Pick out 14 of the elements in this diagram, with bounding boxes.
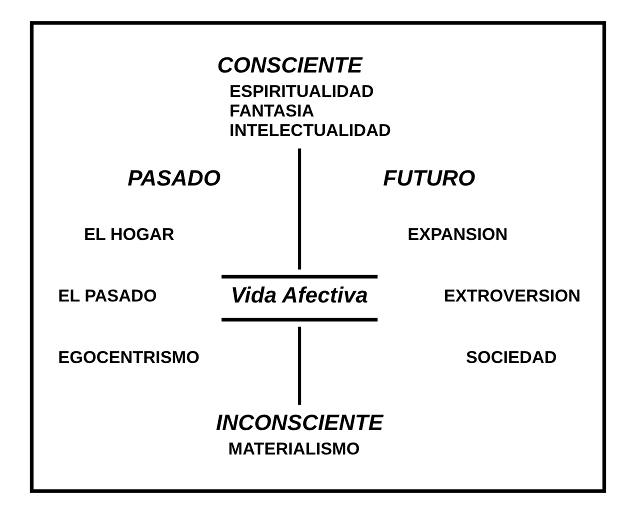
label: EGOCENTRISMO <box>58 346 200 367</box>
label: EXTROVERSION <box>444 285 581 306</box>
label: EL PASADO <box>58 285 157 306</box>
node-text: INCONSCIENTE MATERIALISMO <box>216 410 384 458</box>
label: EXPANSION <box>408 224 508 244</box>
connector <box>298 148 302 270</box>
cluster <box>30 21 606 493</box>
label: EL HOGAR <box>84 224 174 244</box>
label: SOCIEDAD <box>466 346 557 367</box>
connector <box>298 326 302 405</box>
node-text: CONSCIENTE ESPIRITUALIDAD FANTASIA INTELECTUALIDAD <box>217 52 391 140</box>
label: PASADO <box>128 166 221 191</box>
node-text: Vida Afectiva <box>230 282 368 308</box>
label: FUTURO <box>383 166 476 191</box>
